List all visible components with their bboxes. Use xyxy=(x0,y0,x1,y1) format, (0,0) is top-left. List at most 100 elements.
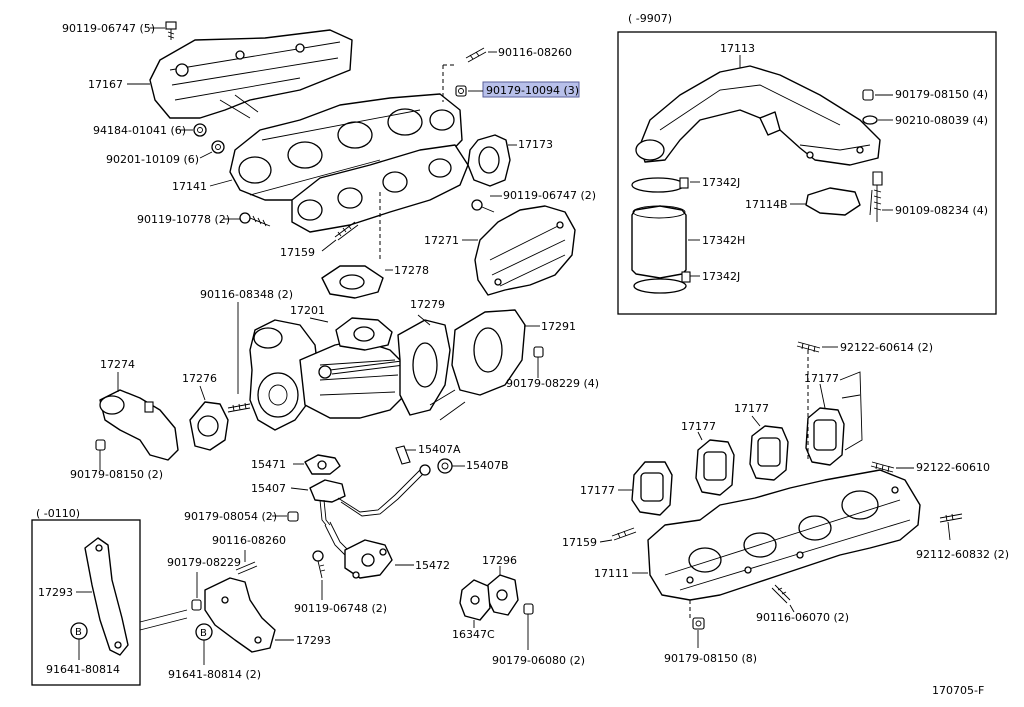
stud-90116-08260-top[interactable] xyxy=(465,47,487,63)
intake-manifold-17111[interactable] xyxy=(647,469,921,601)
label-17293-right: 17293 xyxy=(296,634,331,647)
label-17159-bottom: 17159 xyxy=(562,536,597,549)
nut-90179-08150-2[interactable] xyxy=(95,439,106,451)
gasket-17278[interactable] xyxy=(321,265,384,299)
gasket-17177-a[interactable] xyxy=(631,461,673,516)
clamp-17342J-bottom[interactable] xyxy=(633,271,691,294)
label-90179-08229-4: 90179-08229 (4) xyxy=(506,377,599,390)
nut-94184-01041[interactable] xyxy=(193,123,207,137)
clamp-17342J-top[interactable] xyxy=(631,177,689,193)
label-90116-08348: 90116-08348 (2) xyxy=(200,288,293,301)
nut-90179-08150-4[interactable] xyxy=(862,89,874,101)
label-17278: 17278 xyxy=(394,264,429,277)
label-91641-80814-left: 91641-80814 xyxy=(46,663,120,676)
nut-90179-06080[interactable] xyxy=(523,603,534,615)
label-90109-08234: 90109-08234 (4) xyxy=(895,204,988,217)
inset-box-9907 xyxy=(617,31,997,315)
stud-92122-60610[interactable] xyxy=(870,461,895,473)
intake-pipe-17113[interactable] xyxy=(635,65,881,166)
label-17173: 17173 xyxy=(518,138,553,151)
union-15407B[interactable] xyxy=(419,458,453,476)
cover-16347C[interactable] xyxy=(459,579,491,621)
bolt-b-right[interactable]: B xyxy=(195,623,213,641)
label-90179-08229: 90179-08229 xyxy=(167,556,241,569)
washer-90201-10109[interactable] xyxy=(211,140,225,154)
gasket-17296[interactable] xyxy=(486,574,519,616)
label-17201: 17201 xyxy=(290,304,325,317)
stud-90116-08348[interactable] xyxy=(227,402,251,413)
stud-90116-08260-bottom[interactable] xyxy=(235,561,258,575)
intake-elbow-17274[interactable] xyxy=(99,389,179,461)
heat-insulator-17271[interactable] xyxy=(474,205,576,296)
nut-90179-08150-8[interactable] xyxy=(692,617,705,630)
nut-90179-10094[interactable] xyxy=(455,85,467,97)
label-15472: 15472 xyxy=(415,559,450,572)
label-17167: 17167 xyxy=(88,78,123,91)
label-17293-left: 17293 xyxy=(38,586,73,599)
stud-90109-08234[interactable] xyxy=(869,171,883,222)
stud-17159-bottom[interactable] xyxy=(611,527,637,541)
label-92122-60610: 92122-60610 xyxy=(916,461,990,474)
union-bolt-15407A[interactable] xyxy=(395,445,411,465)
nut-90179-08054[interactable] xyxy=(287,511,299,522)
label-15407: 15407 xyxy=(251,482,286,495)
bracket-17293-left[interactable] xyxy=(84,537,129,656)
label-17177-a: 17177 xyxy=(580,484,615,497)
gasket-17114B[interactable] xyxy=(805,187,861,216)
stud-92122-60614[interactable] xyxy=(796,341,821,353)
gasket-17177-d[interactable] xyxy=(805,371,863,466)
label-90119-06748: 90119-06748 (2) xyxy=(294,602,387,615)
label-17177-d: 17177 xyxy=(804,372,839,385)
turbo-elbow-17291[interactable] xyxy=(429,309,526,421)
label-17342J-bottom: 17342J xyxy=(702,270,740,283)
gasket-17279[interactable] xyxy=(397,319,451,416)
inset-box-9907-note: ( -9907) xyxy=(628,12,672,25)
label-94184-01041: 94184-01041 (6) xyxy=(93,124,186,137)
label-17113: 17113 xyxy=(720,42,755,55)
label-17342J-top: 17342J xyxy=(702,176,740,189)
stud-92112-60832[interactable] xyxy=(939,513,963,523)
inset-box-0110 xyxy=(31,519,141,686)
turbocharger-17201[interactable] xyxy=(249,317,413,431)
label-90179-10094[interactable]: 90179-10094 (3) xyxy=(486,84,579,97)
label-91641-80814-right: 91641-80814 (2) xyxy=(168,668,261,681)
label-90179-08150-8: 90179-08150 (8) xyxy=(664,652,757,665)
nut-90179-08229[interactable] xyxy=(191,599,202,611)
label-90116-06070: 90116-06070 (2) xyxy=(756,611,849,624)
label-90116-08260-top: 90116-08260 xyxy=(498,46,572,59)
heat-shield-17167[interactable] xyxy=(149,29,353,119)
bolt-90119-10778[interactable] xyxy=(239,212,271,227)
label-17276: 17276 xyxy=(182,372,217,385)
inset-box-0110-note: ( -0110) xyxy=(36,507,80,520)
nut-90179-08229-4[interactable] xyxy=(533,346,544,358)
oil-pipe-15407[interactable] xyxy=(309,469,424,526)
label-17114B: 17114B xyxy=(745,198,788,211)
bolt-90119-06747-top[interactable] xyxy=(165,21,177,40)
label-17274: 17274 xyxy=(100,358,135,371)
label-17141: 17141 xyxy=(172,180,207,193)
label-90179-08150-2: 90179-08150 (2) xyxy=(70,468,163,481)
bracket-17293-right[interactable] xyxy=(204,577,276,653)
gasket-manifold[interactable] xyxy=(291,144,469,233)
bolt-90119-06747-2[interactable] xyxy=(471,199,495,213)
gasket-15471[interactable] xyxy=(304,454,341,475)
bolt-b-left[interactable]: B xyxy=(70,622,88,640)
oil-return-pipe-15472[interactable] xyxy=(324,521,393,579)
washer-90210-08039[interactable] xyxy=(862,115,878,125)
label-16347C: 16347C xyxy=(452,628,495,641)
bolt-90119-06748[interactable] xyxy=(312,550,326,579)
gasket-17173[interactable] xyxy=(467,134,511,187)
hose-17342H[interactable] xyxy=(631,205,687,279)
label-92122-60614: 92122-60614 (2) xyxy=(840,341,933,354)
label-15407A: 15407A xyxy=(418,443,461,456)
gasket-17177-c[interactable] xyxy=(749,425,789,481)
gasket-17177-b[interactable] xyxy=(695,439,735,496)
stud-90116-06070[interactable] xyxy=(771,584,791,604)
inset-pointer xyxy=(139,609,188,631)
label-17111: 17111 xyxy=(594,567,629,580)
gasket-17276[interactable] xyxy=(189,401,229,451)
stud-17159-top[interactable] xyxy=(334,221,359,241)
circle-b-right: B xyxy=(200,628,207,639)
